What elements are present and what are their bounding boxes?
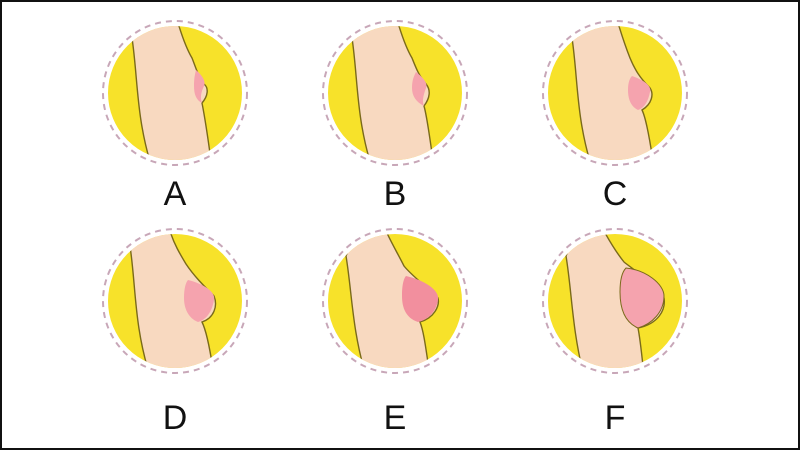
label-c: C (602, 175, 628, 213)
diagram-item-b (320, 18, 470, 168)
breast-profile-e-illustration (322, 228, 468, 374)
breast-profile-d-illustration (102, 228, 248, 374)
diagram-item-a (100, 18, 250, 168)
diagram-item-e (320, 226, 470, 376)
diagram-item-d (100, 226, 250, 376)
breast-profile-b-illustration (322, 20, 468, 166)
label-d: D (162, 399, 188, 437)
diagram-item-c (540, 18, 690, 168)
label-f: F (604, 399, 626, 437)
breast-profile-a-illustration (102, 20, 248, 166)
label-e: E (383, 399, 407, 437)
breast-profile-f-illustration (542, 228, 688, 374)
diagram-item-f (540, 226, 690, 376)
label-b: B (383, 175, 407, 213)
breast-profile-c-illustration (542, 20, 688, 166)
label-a: A (163, 175, 187, 213)
